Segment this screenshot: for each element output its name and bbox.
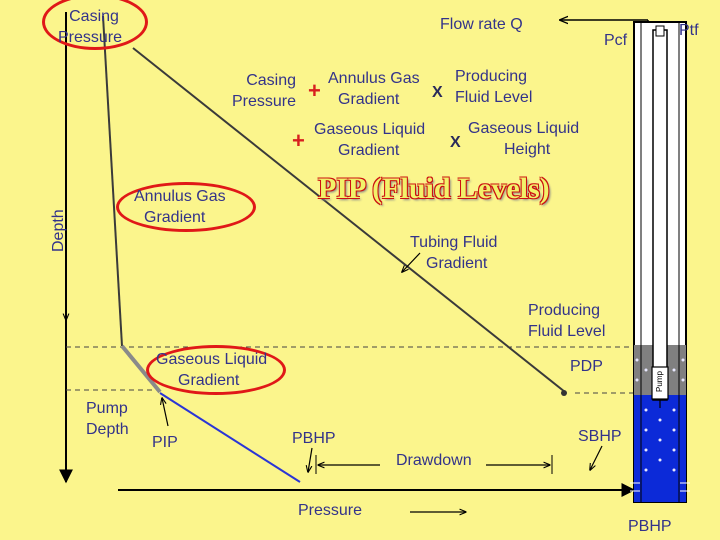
eq-casing-pressure: Casing Pressure (232, 72, 297, 110)
flow-rate-label: Flow rate Q (440, 16, 523, 33)
producing-fluid-level-label: Producing Fluid Level (528, 302, 606, 340)
gaseous-liquid-gradient-highlight (146, 345, 286, 395)
eq-producing-fluid-level: Producing Fluid Level (455, 68, 533, 106)
pip-label: PIP (152, 434, 178, 451)
pdp-label: PDP (570, 358, 603, 375)
depth-axis-label: Depth (50, 209, 67, 252)
casing-pressure-highlight (42, 0, 148, 50)
tubing-fluid-gradient-label: Tubing Fluid Gradient (410, 234, 498, 272)
pbhp-well-label: PBHP (628, 518, 672, 535)
eq-plus-1: + (308, 78, 321, 103)
sbhp-label: SBHP (578, 428, 622, 445)
liquid-gradient-line (159, 392, 301, 483)
tubing-gradient-pointer (402, 252, 421, 272)
ptf-label: Ptf (679, 22, 699, 39)
annulus-gas-gradient-highlight (116, 182, 256, 232)
tubing-fluid-gradient-line (132, 47, 566, 393)
annulus-gas-gradient-line (102, 15, 123, 347)
wellbore-schematic (630, 21, 690, 503)
pdp-point (561, 390, 567, 396)
casing-pressure-label: Casing Pressure (58, 8, 123, 46)
eq-times-2: X (450, 134, 461, 151)
diagram-title: PIP (Fluid Levels) (318, 172, 550, 205)
gaseous-liquid-gradient-label: Gaseous Liquid Gradient (156, 351, 268, 389)
eq-plus-2: + (292, 128, 305, 153)
eq-times-1: X (432, 84, 443, 101)
pcf-label: Pcf (604, 32, 628, 49)
gaseous-liquid-gradient-line (120, 344, 162, 394)
pbhp-pointer (308, 447, 313, 472)
pump-depth-label: Pump Depth (86, 400, 129, 438)
eq-annulus-gas-gradient: Annulus Gas Gradient (328, 70, 420, 108)
drawdown-label: Drawdown (396, 452, 472, 469)
sbhp-pointer (590, 445, 603, 470)
pbhp-label: PBHP (292, 430, 336, 447)
eq-gaseous-liquid-height: Gaseous Liquid Height (468, 120, 580, 158)
pip-pointer (162, 398, 169, 427)
pump-label: Pump (655, 371, 664, 392)
pressure-axis-label: Pressure (298, 502, 363, 519)
annulus-gas-gradient-label: Annulus Gas Gradient (134, 188, 226, 226)
eq-gaseous-liquid-gradient: Gaseous Liquid Gradient (314, 121, 426, 159)
